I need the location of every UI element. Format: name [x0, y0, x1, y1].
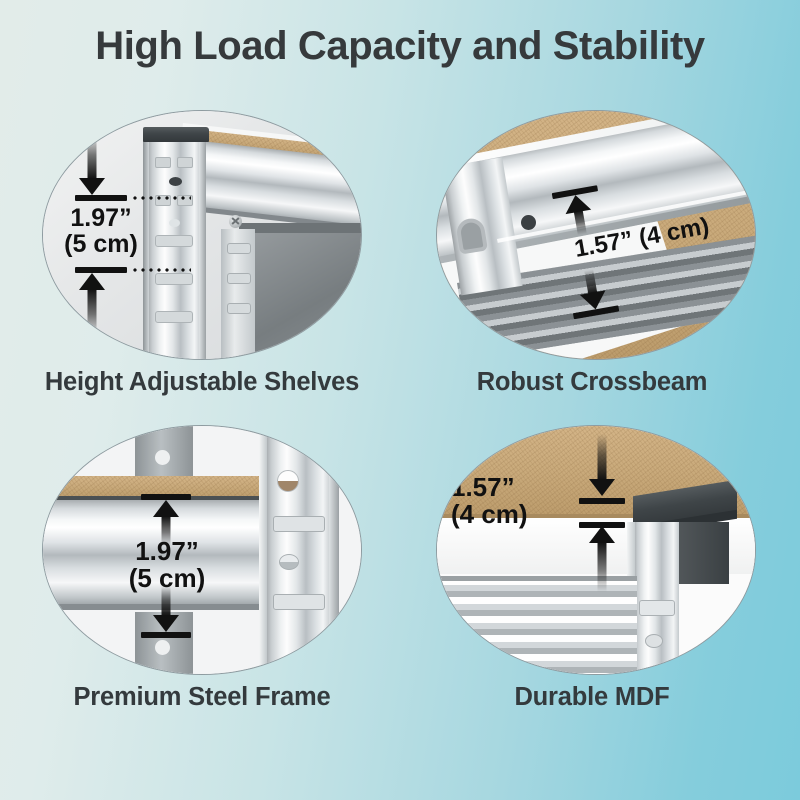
oval-frame: 1.97” (5 cm) — [42, 110, 362, 360]
arrow-down-icon — [589, 434, 615, 496]
product-photo-steel-frame — [43, 426, 361, 674]
page-title: High Load Capacity and Stability — [95, 24, 705, 68]
arrow-down-icon — [153, 586, 179, 632]
photo-oval-premium-steel-frame: 1.97” (5 cm) — [42, 425, 362, 675]
dimension-label-mdf-thickness: 1.57” (4 cm) — [451, 474, 581, 527]
tick-bar-top — [141, 494, 191, 500]
feature-panel-height-adjustable-shelves: 1.97” (5 cm) Height Adjustable Shelves — [22, 110, 382, 420]
oval-frame: 1.57” (4 cm) — [436, 425, 756, 675]
tick-bar-bottom — [141, 632, 191, 638]
panel-caption-height-adjustable-shelves: Height Adjustable Shelves — [44, 368, 360, 396]
arrow-down-icon — [79, 135, 105, 195]
tick-bar-bottom — [75, 267, 127, 273]
tick-bar-bottom — [579, 522, 625, 528]
dimension-value-imperial: 1.97” — [135, 536, 199, 566]
photo-oval-height-adjustable-shelves: 1.97” (5 cm) — [42, 110, 362, 360]
dimension-value-imperial: 1.97” — [70, 204, 132, 232]
arrow-up-icon — [153, 500, 179, 546]
photo-oval-robust-crossbeam: 1.57” (4 cm) — [436, 110, 756, 360]
dimension-label-shelf-spacing: 1.97” (5 cm) — [49, 204, 153, 258]
dimension-value-metric: (5 cm) — [64, 229, 138, 258]
product-photo-mdf-board — [437, 426, 755, 674]
arrow-up-icon — [79, 273, 105, 335]
oval-frame: 1.97” (5 cm) — [42, 425, 362, 675]
feature-panel-durable-mdf: 1.57” (4 cm) Durable MDF — [412, 425, 772, 735]
leader-line-top — [131, 196, 191, 200]
product-photo-crossbeam — [437, 111, 755, 359]
dimension-label-beam-height: 1.97” (5 cm) — [97, 538, 237, 591]
arrow-up-icon — [562, 192, 596, 237]
photo-oval-durable-mdf: 1.57” (4 cm) — [436, 425, 756, 675]
dimension-label-crossbeam-height: 1.57” (4 cm) — [572, 212, 712, 263]
dimension-value-metric: (4 cm) — [451, 498, 528, 529]
arrow-down-icon — [576, 268, 609, 312]
arrow-up-icon — [589, 526, 615, 592]
leader-line-bottom — [131, 268, 191, 272]
dimension-value-imperial: 1.57” — [451, 472, 515, 502]
feature-panel-premium-steel-frame: 1.97” (5 cm) Premium Steel Frame — [22, 425, 382, 735]
panel-caption-robust-crossbeam: Robust Crossbeam — [476, 368, 708, 396]
tick-bar-top — [75, 195, 127, 201]
oval-frame: 1.57” (4 cm) — [436, 110, 756, 360]
feature-panel-robust-crossbeam: 1.57” (4 cm) Robust Crossbeam — [412, 110, 772, 420]
panel-caption-premium-steel-frame: Premium Steel Frame — [73, 683, 331, 711]
panel-caption-durable-mdf: Durable MDF — [514, 683, 670, 711]
tick-bar-top — [579, 498, 625, 504]
